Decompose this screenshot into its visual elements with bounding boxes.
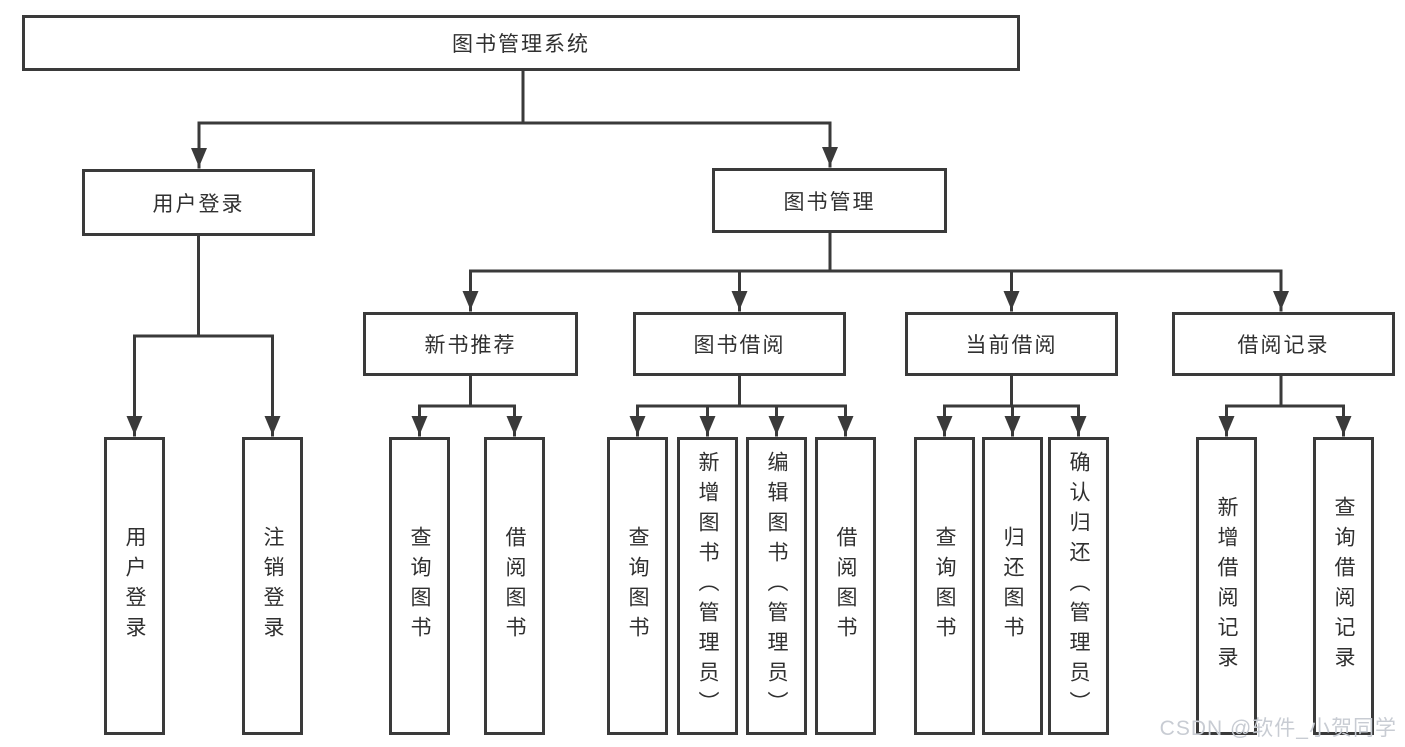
leaf-current-confirm-return-admin-label: 确认归还（管理员）	[1067, 451, 1090, 721]
leaf-borrow-add-books-admin-label: 新增图书（管理员）	[696, 451, 719, 721]
node-user-login-label: 用户登录	[152, 192, 245, 216]
leaf-records-query-record-label: 查询借阅记录	[1332, 496, 1355, 676]
leaf-records-add-record-label: 新增借阅记录	[1215, 496, 1238, 676]
leaf-borrow-edit-books-admin-label: 编辑图书（管理员）	[765, 451, 788, 721]
leaf-records-add-record: 新增借阅记录	[1196, 437, 1257, 735]
node-borrow-records-label: 借阅记录	[1237, 334, 1330, 357]
connector-root-to-level2	[191, 69, 838, 169]
leaf-records-query-record: 查询借阅记录	[1313, 437, 1374, 735]
node-book-management-label: 图书管理	[783, 190, 876, 214]
node-new-book-recommend: 新书推荐	[363, 312, 578, 376]
leaf-logout: 注销登录	[242, 437, 303, 735]
leaf-current-query-books: 查询图书	[914, 437, 975, 735]
leaf-user-login: 用户登录	[104, 437, 165, 735]
leaf-current-return-books-label: 归还图书	[1001, 526, 1024, 646]
leaf-current-confirm-return-admin: 确认归还（管理员）	[1048, 437, 1109, 735]
node-book-borrow: 图书借阅	[633, 312, 846, 376]
connector-current-borrow-children	[936, 374, 1087, 437]
node-root: 图书管理系统	[22, 15, 1020, 71]
connector-book-management-children	[462, 231, 1289, 312]
connector-new-book-recommend-children	[411, 374, 523, 437]
leaf-borrow-query-books: 查询图书	[607, 437, 668, 735]
node-current-borrow: 当前借阅	[905, 312, 1118, 376]
leaf-borrow-edit-books-admin: 编辑图书（管理员）	[746, 437, 807, 735]
leaf-recommend-query-books: 查询图书	[389, 437, 450, 735]
leaf-user-login-label: 用户登录	[123, 526, 146, 646]
leaf-current-return-books: 归还图书	[982, 437, 1043, 735]
leaf-borrow-query-books-label: 查询图书	[626, 526, 649, 646]
leaf-recommend-query-books-label: 查询图书	[408, 526, 431, 646]
node-book-management: 图书管理	[712, 168, 947, 233]
leaf-borrow-add-books-admin: 新增图书（管理员）	[677, 437, 738, 735]
leaf-current-query-books-label: 查询图书	[933, 526, 956, 646]
node-new-book-recommend-label: 新书推荐	[424, 334, 517, 357]
connector-borrow-records-children	[1218, 374, 1352, 437]
node-book-borrow-label: 图书借阅	[693, 334, 786, 357]
node-root-label: 图书管理系统	[452, 33, 590, 56]
leaf-borrow-borrow-books: 借阅图书	[815, 437, 876, 735]
leaf-recommend-borrow-books: 借阅图书	[484, 437, 545, 735]
node-current-borrow-label: 当前借阅	[965, 334, 1058, 357]
node-user-login: 用户登录	[82, 169, 315, 236]
connector-user-login-children	[126, 234, 281, 437]
node-borrow-records: 借阅记录	[1172, 312, 1395, 376]
csdn-watermark: CSDN @软件_小贺同学	[1159, 717, 1397, 740]
leaf-borrow-borrow-books-label: 借阅图书	[834, 526, 857, 646]
leaf-logout-label: 注销登录	[261, 526, 284, 646]
leaf-recommend-borrow-books-label: 借阅图书	[503, 526, 526, 646]
connector-book-borrow-children	[629, 374, 854, 437]
